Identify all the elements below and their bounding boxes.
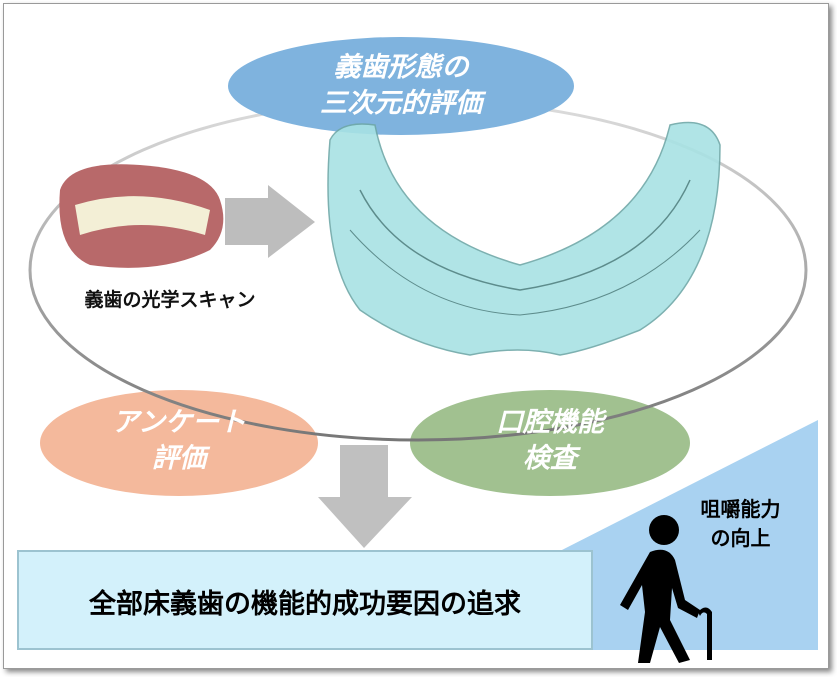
down-arrow (318, 445, 412, 548)
improvement-line2: の向上 (710, 526, 771, 550)
survey-label: アンケート 評価 (40, 405, 318, 477)
oral-line2: 検査 (523, 443, 577, 474)
oral-function-label: 口腔機能 検査 (410, 405, 690, 477)
top-ellipse (228, 37, 574, 135)
survey-line1: アンケート (112, 407, 246, 438)
scan-label: 義歯の光学スキャン (84, 289, 256, 311)
top-ellipse-label: 義歯形態の 三次元的評価 (228, 50, 574, 122)
oral-line1: 口腔機能 (496, 407, 604, 438)
improvement-label: 咀嚼能力 の向上 (688, 495, 793, 553)
goal-box-shape (17, 550, 593, 650)
improvement-line1: 咀嚼能力 (700, 497, 781, 521)
right-arrow (225, 185, 315, 258)
goal-box-label: 全部床義歯の機能的成功要因の追求 (89, 589, 521, 620)
elderly-person-icon (620, 515, 712, 663)
top-ellipse-line1: 義歯形態の (333, 52, 469, 83)
denture-photo (59, 164, 224, 268)
top-ellipse-line2: 三次元的評価 (320, 88, 482, 119)
survey-ellipse (40, 390, 318, 496)
denture-scan-image (327, 121, 721, 356)
survey-line2: 評価 (152, 443, 206, 474)
